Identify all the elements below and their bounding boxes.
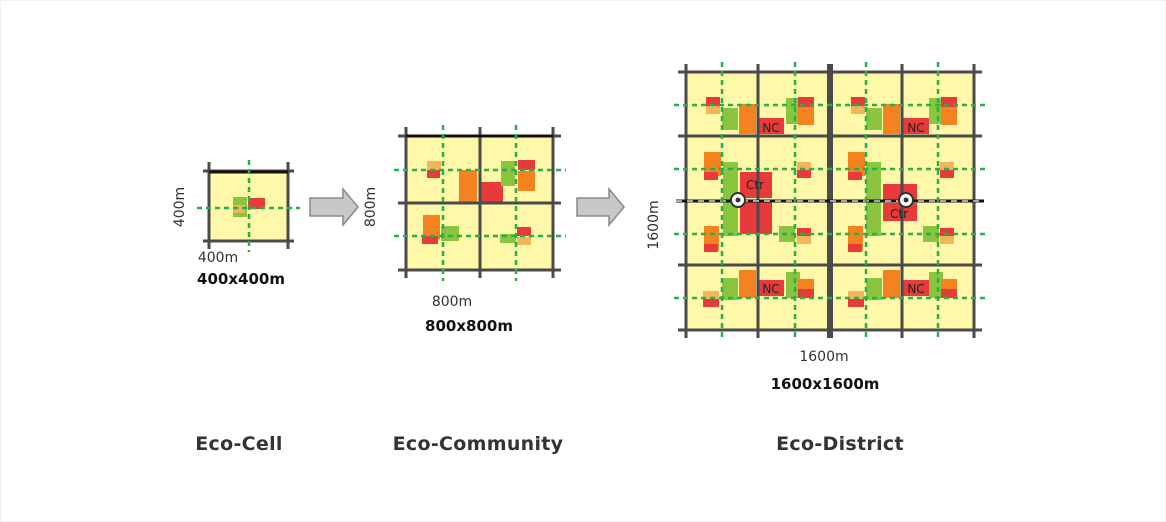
district-quadrant-tl <box>706 97 814 134</box>
district-quadrant-br <box>848 270 957 307</box>
nc-label: NC <box>762 121 779 135</box>
community-title: Eco-Community <box>393 433 564 455</box>
red-building <box>517 227 531 236</box>
orange-building <box>423 215 440 239</box>
district-side-label: 1600m <box>646 200 662 249</box>
orange-building <box>427 161 441 170</box>
community-side-label: 800m <box>363 187 379 227</box>
right-arrow-icon <box>576 186 625 228</box>
cell-bottom-label: 400m <box>198 250 238 266</box>
red-building <box>427 170 440 178</box>
cell-size-label: 400x400m <box>197 270 285 288</box>
ctr-label: Ctr <box>746 178 764 192</box>
eco-cell-diagram <box>197 160 300 252</box>
cell-side-label: 400m <box>172 187 188 227</box>
green-patch <box>441 226 459 241</box>
right-arrow-icon <box>309 186 359 228</box>
district-quadrant-bl <box>703 270 814 307</box>
station-icon <box>898 192 914 208</box>
district-quadrant-tr <box>851 97 957 134</box>
nc-label: NC <box>907 282 924 296</box>
red-building <box>248 198 265 209</box>
nc-label: NC <box>907 121 924 135</box>
orange-building <box>459 170 477 202</box>
district-bottom-label: 1600m <box>799 349 848 365</box>
red-building <box>481 182 503 203</box>
red-building <box>422 236 438 244</box>
district-size-label: 1600x1600m <box>771 375 880 393</box>
orange-building <box>233 205 245 213</box>
eco-district-diagram <box>674 62 986 340</box>
red-building <box>518 160 535 170</box>
nc-label: NC <box>762 282 779 296</box>
orange-building <box>518 171 535 191</box>
community-bottom-label: 800m <box>432 294 472 310</box>
green-patch <box>501 161 515 186</box>
community-green-corridors <box>394 125 566 281</box>
cell-title: Eco-Cell <box>195 433 282 455</box>
district-green-corridors <box>674 62 986 340</box>
orange-building <box>517 237 531 245</box>
ctr-label: Ctr <box>890 207 908 221</box>
community-size-label: 800x800m <box>425 317 513 335</box>
station-icon <box>730 192 746 208</box>
eco-community-diagram <box>394 125 566 281</box>
green-patch <box>500 234 516 243</box>
district-title: Eco-District <box>776 433 904 455</box>
district-center-left <box>704 152 811 252</box>
cell-green-corridors <box>197 160 300 252</box>
